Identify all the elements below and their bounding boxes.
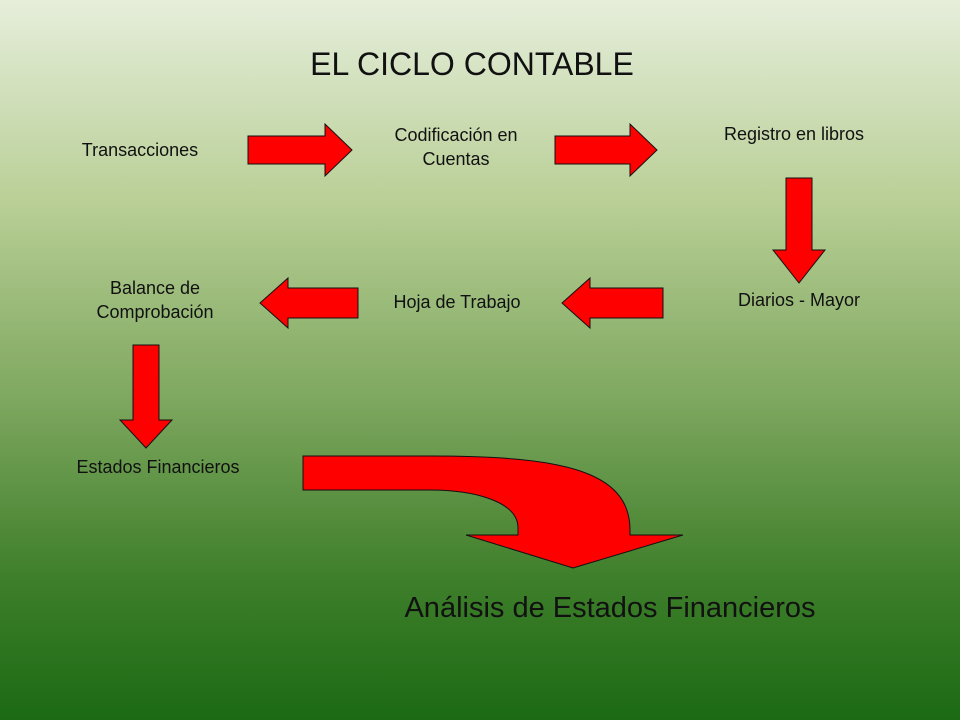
arrow-down-1 (771, 177, 827, 284)
node-balance-line2: Comprobación (96, 302, 214, 322)
node-codificacion-line1: Codificación en (394, 125, 518, 145)
arrow-right-1 (247, 122, 353, 178)
conclusion-text: Análisis de Estados Financieros (404, 592, 816, 624)
arrow-right-2 (554, 122, 658, 178)
node-codificacion: Codificación en Cuentas (360, 123, 552, 171)
node-diarios: Diarios - Mayor (737, 290, 861, 310)
arrow-left-2 (259, 276, 359, 330)
node-codificacion-line2: Cuentas (422, 149, 490, 169)
node-transacciones: Transacciones (81, 140, 199, 160)
node-balance: Balance de Comprobación (60, 276, 250, 324)
arrow-down-2 (118, 344, 174, 449)
arrow-curved (302, 455, 684, 569)
node-hoja: Hoja de Trabajo (393, 292, 521, 312)
arrow-left-1 (561, 276, 664, 330)
node-registro: Registro en libros (723, 124, 865, 144)
node-balance-line1: Balance de (109, 278, 201, 298)
node-estados: Estados Financieros (76, 457, 240, 477)
slide-title: EL CICLO CONTABLE (310, 46, 634, 82)
